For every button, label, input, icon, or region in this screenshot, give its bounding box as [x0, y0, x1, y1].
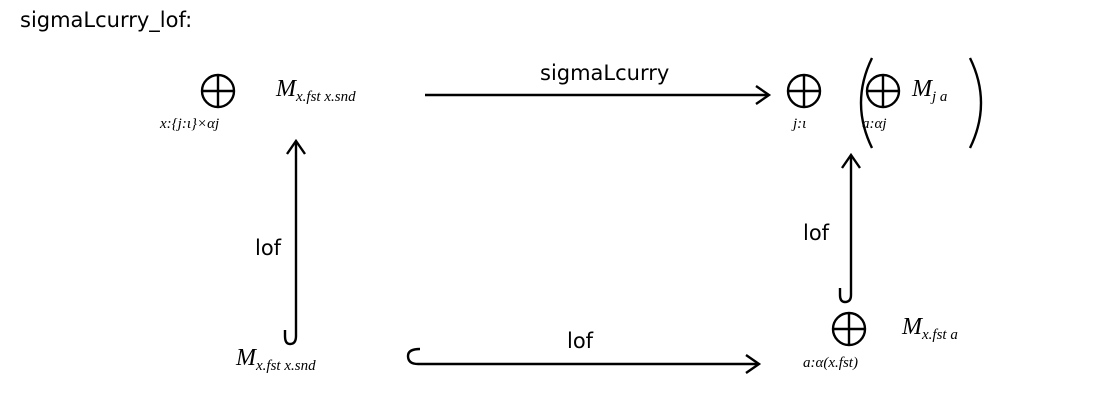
direct-sum-icon: [786, 73, 822, 109]
direct-sum-icon: [865, 73, 901, 109]
outer-sum-index: j:ι: [793, 116, 807, 132]
arrow-top-label: sigmaLcurry: [540, 61, 670, 85]
node-bottom-left-term: Mx.fst x.snd: [236, 345, 316, 375]
arrow-left-label: lof: [255, 236, 282, 260]
sum-index: a:α(x.fst): [803, 355, 858, 371]
term-base: M: [236, 345, 256, 371]
right-paren: [968, 57, 983, 149]
arrow-bottom-label: lof: [567, 329, 594, 353]
node-top-right-term: Mj a: [912, 76, 947, 106]
left-paren: [859, 57, 874, 149]
direct-sum-icon: [200, 73, 236, 109]
term-base: M: [902, 314, 922, 340]
term-subscript: x.fst a: [922, 327, 958, 343]
term-subscript: j a: [932, 89, 948, 105]
arrow-bottom: [406, 347, 762, 374]
term-subscript: x.fst x.snd: [256, 358, 316, 374]
term-base: M: [276, 76, 296, 102]
arrow-top: [425, 85, 772, 105]
sum-index: x:{j:ι}×αj: [160, 116, 220, 132]
arrow-right-label: lof: [803, 221, 830, 245]
direct-sum-icon: [831, 311, 867, 347]
arrow-right: [838, 152, 861, 304]
arrow-left: [283, 138, 306, 346]
term-subscript: x.fst x.snd: [296, 89, 356, 105]
node-top-left-term: Mx.fst x.snd: [276, 76, 356, 106]
node-bottom-right-term: Mx.fst a: [902, 314, 958, 344]
term-base: M: [912, 76, 932, 102]
inner-sum-index: a:αj: [862, 116, 887, 132]
diagram-title: sigmaLcurry_lof:: [20, 8, 193, 32]
